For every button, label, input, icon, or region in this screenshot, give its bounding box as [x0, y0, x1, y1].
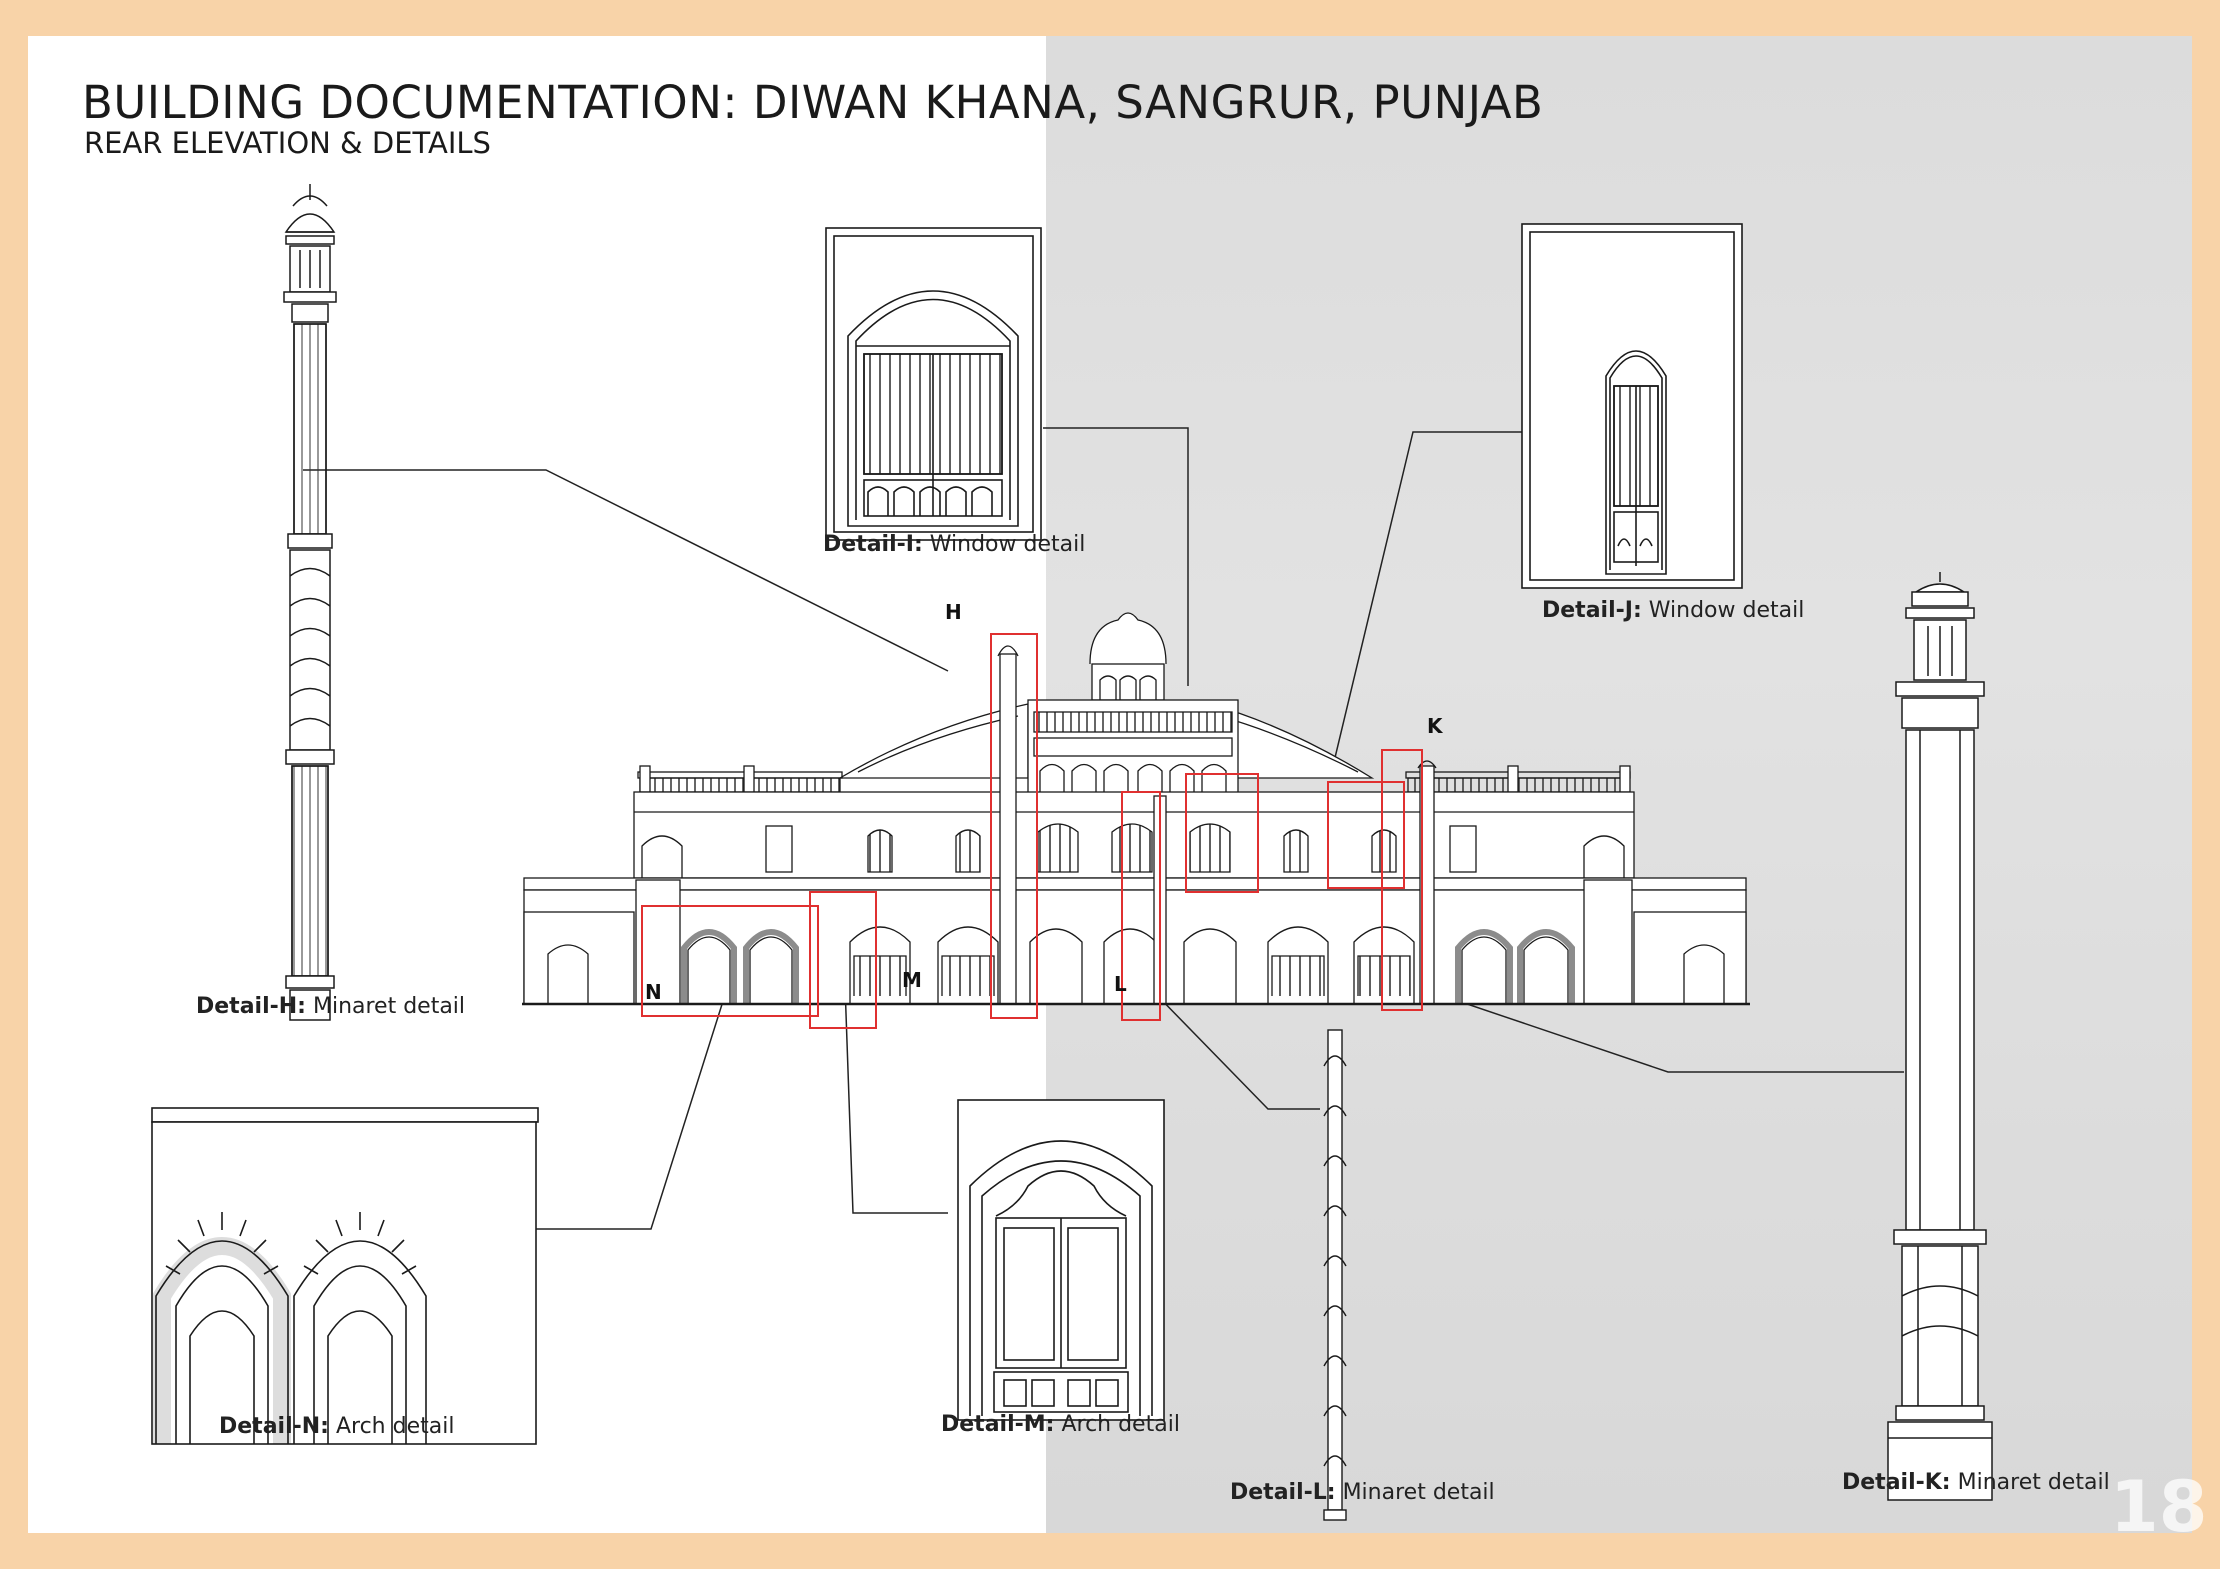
- highlight-box-j: [1327, 781, 1405, 889]
- highlight-boxes: [641, 633, 1423, 1029]
- leader-lines: [303, 427, 1904, 1230]
- caption-text: Window detail: [929, 532, 1086, 557]
- window-detail-j: [1521, 223, 1743, 589]
- minaret-detail-k: [1887, 572, 1993, 1501]
- caption-label: Detail-I:: [823, 532, 923, 557]
- highlight-box-h: [990, 633, 1038, 1019]
- highlight-box-i: [1185, 773, 1259, 893]
- highlight-box-n: [641, 905, 819, 1017]
- highlight-box-l: [1121, 791, 1161, 1021]
- rear-elevation-drawing: [522, 612, 1750, 1006]
- caption-text: Minaret detail: [312, 994, 466, 1019]
- caption-text: Window detail: [1648, 598, 1805, 623]
- caption-text: Minaret detail: [1342, 1480, 1495, 1505]
- page-title: BUILDING DOCUMENTATION: DIWAN KHANA, SAN…: [82, 76, 1544, 129]
- leader-line-i: [1043, 427, 1189, 686]
- caption-label: Detail-K:: [1842, 1470, 1951, 1495]
- arch-detail-m: [957, 1099, 1165, 1421]
- arch-detail-n: [151, 1107, 539, 1445]
- window-detail-i: [825, 227, 1042, 541]
- upper-windows: [867, 823, 1397, 873]
- marker-m: M: [902, 968, 922, 992]
- drawing-sheet: BUILDING DOCUMENTATION: DIWAN KHANA, SAN…: [28, 36, 2207, 1548]
- caption-detail-n: Detail-N: Arch detail: [219, 1414, 454, 1439]
- leader-line-l: [1149, 987, 1320, 1110]
- marker-l: L: [1114, 972, 1127, 996]
- caption-text: Minaret detail: [1957, 1470, 2110, 1495]
- caption-detail-k: Detail-K: Minaret detail: [1842, 1470, 2110, 1495]
- caption-detail-m: Detail-M: Arch detail: [941, 1412, 1180, 1437]
- caption-text: Arch detail: [1061, 1412, 1180, 1437]
- marker-k: K: [1427, 714, 1443, 738]
- caption-detail-i: Detail-I: Window detail: [823, 532, 1085, 557]
- leader-line-h: [303, 469, 949, 672]
- caption-detail-j: Detail-J: Window detail: [1542, 598, 1804, 623]
- caption-label: Detail-H:: [196, 994, 306, 1019]
- marker-n: N: [645, 980, 662, 1004]
- caption-label: Detail-M:: [941, 1412, 1055, 1437]
- caption-label: Detail-J:: [1542, 598, 1642, 623]
- caption-detail-h: Detail-H: Minaret detail: [196, 994, 465, 1019]
- leader-line-k: [1407, 983, 1904, 1073]
- leader-line-j: [1332, 431, 1526, 767]
- drawing-canvas: [151, 184, 1993, 1521]
- page-subtitle: REAR ELEVATION & DETAILS: [84, 126, 491, 160]
- page-number: 18: [2110, 1466, 2208, 1548]
- marker-h: H: [945, 600, 962, 624]
- caption-text: Arch detail: [335, 1414, 455, 1439]
- highlight-box-m: [809, 891, 877, 1029]
- leader-line-n: [532, 978, 731, 1230]
- minaret-detail-h: [283, 184, 337, 1021]
- caption-detail-l: Detail-L: Minaret detail: [1230, 1480, 1495, 1505]
- leader-line-m: [844, 984, 948, 1214]
- ground-arches: [681, 926, 1575, 1004]
- minaret-detail-l: [1323, 1029, 1347, 1521]
- caption-label: Detail-L:: [1230, 1480, 1336, 1505]
- caption-label: Detail-N:: [219, 1414, 329, 1439]
- highlight-box-k: [1381, 749, 1423, 1011]
